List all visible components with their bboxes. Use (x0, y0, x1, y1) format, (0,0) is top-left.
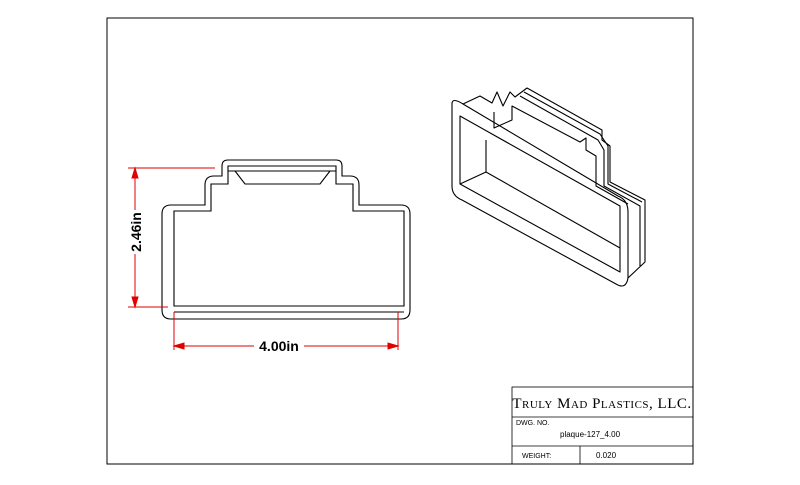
iso-top-profile-inner (493, 105, 629, 205)
front-view-outer-outline (161, 159, 411, 320)
iso-back-ridge-2 (523, 91, 643, 203)
width-arrow-left (172, 342, 185, 350)
height-dimension-label: 2.46in (128, 212, 144, 252)
front-view-inner-outline (173, 165, 405, 307)
width-label-bg (254, 338, 304, 354)
title-block (511, 386, 694, 465)
height-arrow-bottom (131, 296, 139, 309)
iso-front-face-outer (451, 99, 629, 287)
front-view-notch (234, 170, 331, 185)
dimension-annotations (128, 166, 400, 350)
sheet-border (106, 17, 694, 465)
weight-value: 0.020 (596, 451, 617, 460)
height-label-bg (128, 210, 144, 254)
iso-top-profile (462, 87, 646, 279)
iso-front-face-inner (459, 115, 621, 273)
dwg-no-label: DWG. NO. (516, 420, 549, 427)
weight-label: WEIGHT: (522, 453, 551, 460)
iso-back-ridge (519, 95, 641, 266)
title-block-frame (511, 386, 694, 465)
isometric-view (451, 87, 646, 287)
dwg-no-value: plaque-127_4.00 (560, 430, 621, 439)
height-arrow-top (131, 166, 139, 179)
width-arrow-right (387, 342, 400, 350)
width-dimension-label: 4.00in (259, 338, 299, 354)
company-name: Truly Mad Plastics, LLC. (512, 396, 691, 412)
front-view (161, 159, 411, 320)
